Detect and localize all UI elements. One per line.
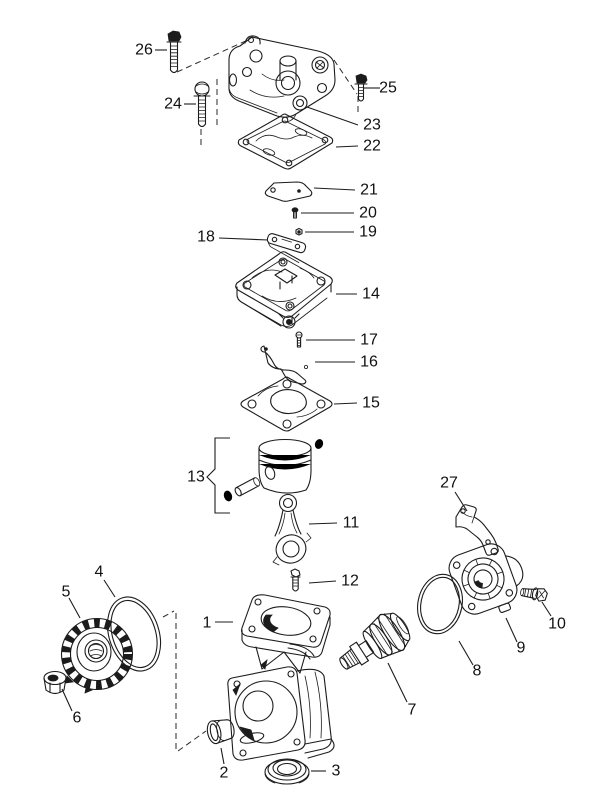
part-cover-bolt-10 xyxy=(520,587,548,602)
part-oring-4 xyxy=(106,596,162,672)
callout-label-23: 23 xyxy=(363,117,381,134)
part-valve-plate-14 xyxy=(235,251,333,329)
callout-label-12: 12 xyxy=(341,573,359,590)
callout-label-22: 22 xyxy=(363,138,381,155)
callout-label-20: 20 xyxy=(359,205,377,222)
callout-label-9: 9 xyxy=(517,640,526,657)
part-reed-valve-18 xyxy=(266,233,307,264)
callout-leader-21 xyxy=(313,187,356,191)
callout-label-27: 27 xyxy=(440,475,458,492)
callout-label-19: 19 xyxy=(359,224,377,241)
part-end-cover-9 xyxy=(448,543,524,615)
callout-leader-4 xyxy=(103,579,116,598)
part-screw-20 xyxy=(291,207,299,219)
part-bolt-26 xyxy=(166,30,182,74)
callout-leader-27 xyxy=(454,491,468,512)
assembly-axis-dashed-lines xyxy=(162,38,359,752)
callout-leader-12 xyxy=(308,580,337,584)
callout-leader-8 xyxy=(458,640,474,666)
part-base-gasket-15 xyxy=(240,376,333,432)
callout-label-26: 26 xyxy=(135,42,153,59)
callout-label-14: 14 xyxy=(362,286,380,303)
callout-leader-10 xyxy=(541,601,552,617)
callout-bracket-13 xyxy=(206,437,230,514)
part-seal-3 xyxy=(264,758,310,785)
callout-label-25: 25 xyxy=(379,80,397,97)
bearing-rollers xyxy=(462,558,504,600)
callout-label-18: 18 xyxy=(197,229,215,246)
part-piston-assembly-13 xyxy=(223,438,324,502)
callout-label-15: 15 xyxy=(362,395,380,412)
callout-label-5: 5 xyxy=(62,584,71,601)
callout-label-8: 8 xyxy=(473,663,482,680)
callout-label-2: 2 xyxy=(220,765,229,782)
callout-leader-18 xyxy=(218,237,269,241)
callout-label-17: 17 xyxy=(360,332,378,349)
callout-leader-9 xyxy=(505,617,518,643)
part-screw-17 xyxy=(295,331,303,348)
part-head-gasket-22 xyxy=(237,113,334,170)
callout-leader-6 xyxy=(61,688,73,712)
callout-label-4: 4 xyxy=(95,564,104,581)
callout-label-13: 13 xyxy=(187,469,205,486)
part-bracket-27 xyxy=(455,504,499,556)
callout-leader-22 xyxy=(335,145,359,148)
callout-leader-5 xyxy=(68,597,81,619)
part-cylinder-head-23 xyxy=(228,35,336,123)
wrist-pin xyxy=(234,477,261,497)
callout-label-7: 7 xyxy=(408,702,417,719)
part-unloader-spring-16 xyxy=(260,345,308,385)
callout-leader-15 xyxy=(333,402,358,405)
part-unloader-valve-7 xyxy=(339,612,411,670)
part-crankcase-1 xyxy=(227,594,335,761)
callout-label-11: 11 xyxy=(343,515,360,532)
callout-leader-23 xyxy=(306,106,359,126)
part-bolt-25 xyxy=(354,73,368,102)
callout-label-1: 1 xyxy=(203,615,212,632)
callout-label-24: 24 xyxy=(164,96,182,113)
callout-leader-11 xyxy=(308,522,338,525)
callout-label-3: 3 xyxy=(332,763,341,780)
callout-label-21: 21 xyxy=(360,182,378,199)
part-bushing-2 xyxy=(206,719,235,745)
part-nut-19 xyxy=(295,227,303,236)
part-bolt-24 xyxy=(193,81,211,128)
callout-leader-2 xyxy=(220,747,225,765)
part-cover-plate-21 xyxy=(264,181,313,202)
callout-label-10: 10 xyxy=(548,616,566,633)
callout-label-6: 6 xyxy=(73,710,82,727)
part-drive-gear-5 xyxy=(60,617,134,694)
part-connecting-rod-11 xyxy=(272,493,312,566)
callout-leader-7 xyxy=(387,662,408,703)
callout-label-16: 16 xyxy=(360,354,378,371)
part-rod-bolt-12 xyxy=(290,568,301,592)
part-oring-8 xyxy=(417,573,463,635)
